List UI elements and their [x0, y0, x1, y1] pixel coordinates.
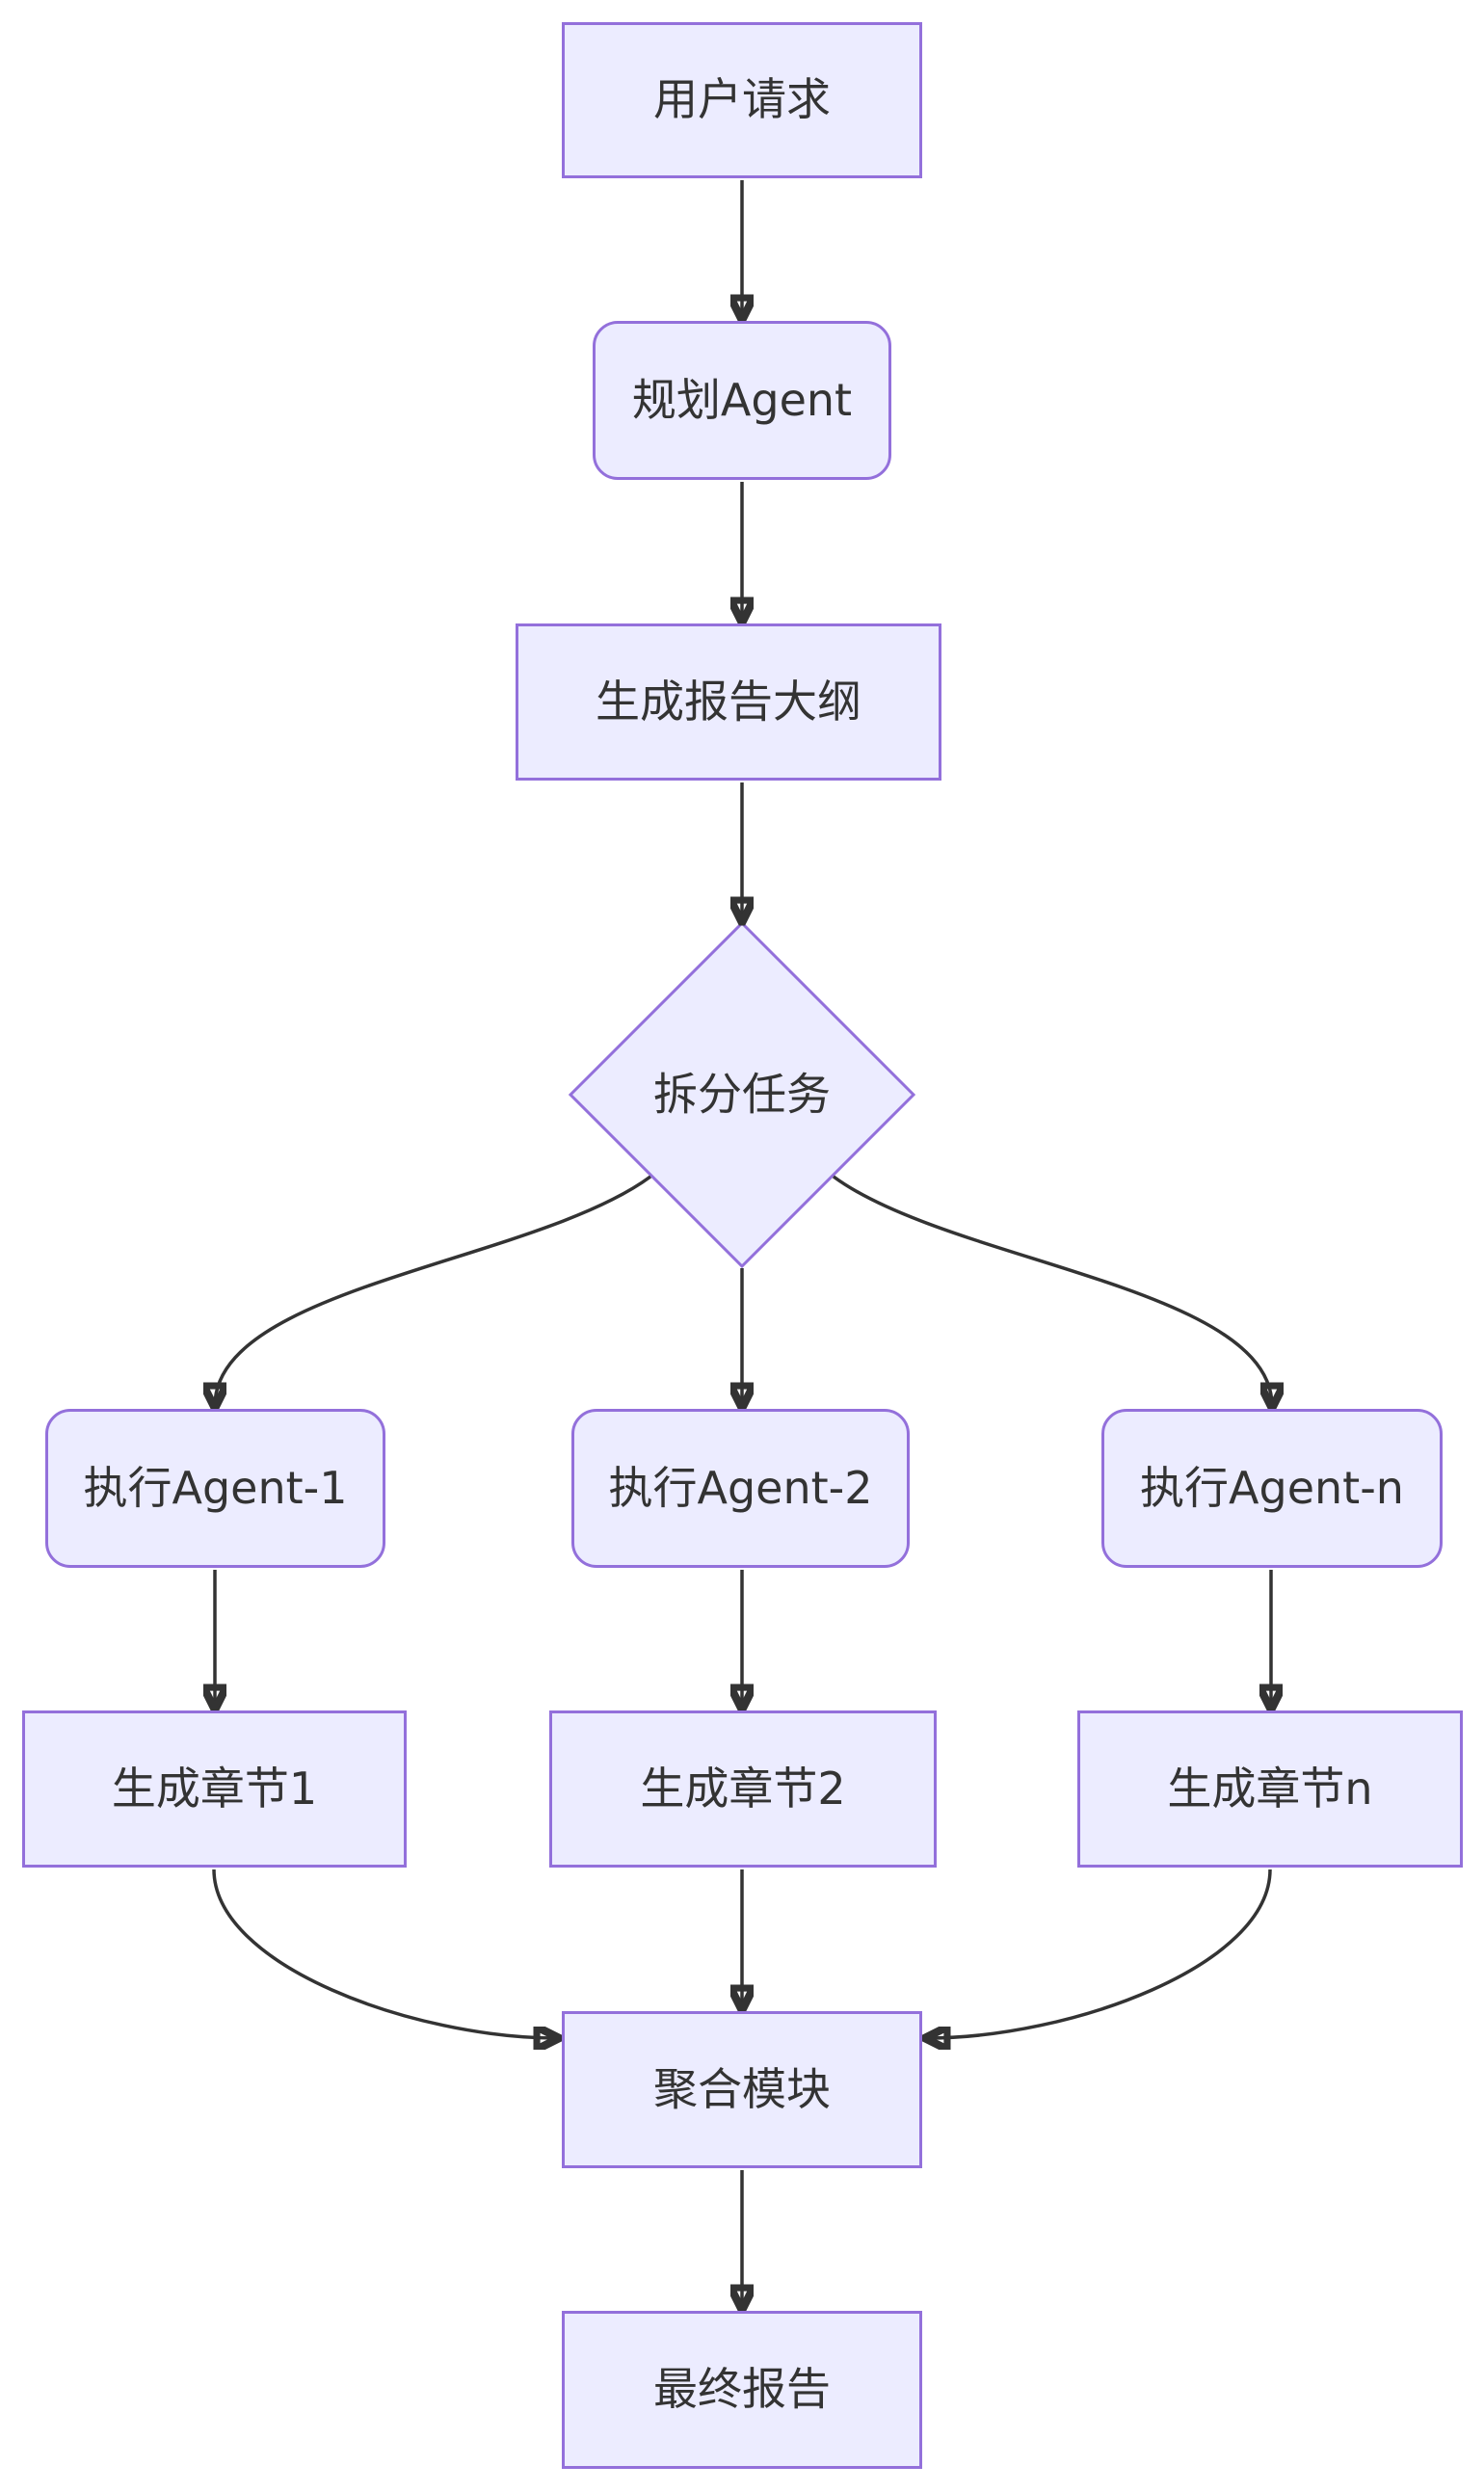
node-label: 生成章节2 — [640, 1762, 846, 1815]
node-chapter-1: 生成章节1 — [22, 1710, 407, 1868]
node-planning-agent: 规划Agent — [593, 321, 891, 480]
node-user-request: 用户请求 — [562, 22, 922, 178]
edge-chapter-n-to-aggregate — [927, 1869, 1272, 2038]
node-aggregate: 聚合模块 — [562, 2011, 922, 2168]
node-label: 执行Agent-1 — [83, 1461, 348, 1514]
node-label: 执行Agent-2 — [608, 1461, 873, 1514]
node-exec-agent-2: 执行Agent-2 — [571, 1409, 910, 1568]
node-final-report: 最终报告 — [562, 2311, 922, 2469]
edge-chapter-1-to-aggregate — [212, 1869, 557, 2038]
node-chapter-2: 生成章节2 — [549, 1710, 937, 1868]
node-label: 用户请求 — [653, 73, 831, 126]
edge-split-tasks-to-exec-agent-1 — [215, 1175, 652, 1406]
edge-split-tasks-to-exec-agent-n — [832, 1175, 1272, 1406]
node-label: 聚合模块 — [653, 2062, 831, 2115]
node-label: 生成报告大纲 — [596, 675, 861, 728]
node-chapter-n: 生成章节n — [1077, 1710, 1463, 1868]
split-tasks-diamond-shape — [568, 920, 916, 1269]
node-label: 规划Agent — [631, 373, 853, 426]
node-label: 拆分任务 — [653, 1068, 831, 1121]
node-split-tasks: 拆分任务 — [653, 1068, 831, 1121]
node-exec-agent-1: 执行Agent-1 — [45, 1409, 385, 1568]
node-generate-outline: 生成报告大纲 — [516, 623, 941, 781]
node-label: 最终报告 — [653, 2363, 831, 2416]
node-label: 生成章节1 — [111, 1762, 318, 1815]
node-exec-agent-n: 执行Agent-n — [1101, 1409, 1443, 1568]
node-label: 生成章节n — [1167, 1762, 1373, 1815]
node-label: 执行Agent-n — [1140, 1461, 1404, 1514]
